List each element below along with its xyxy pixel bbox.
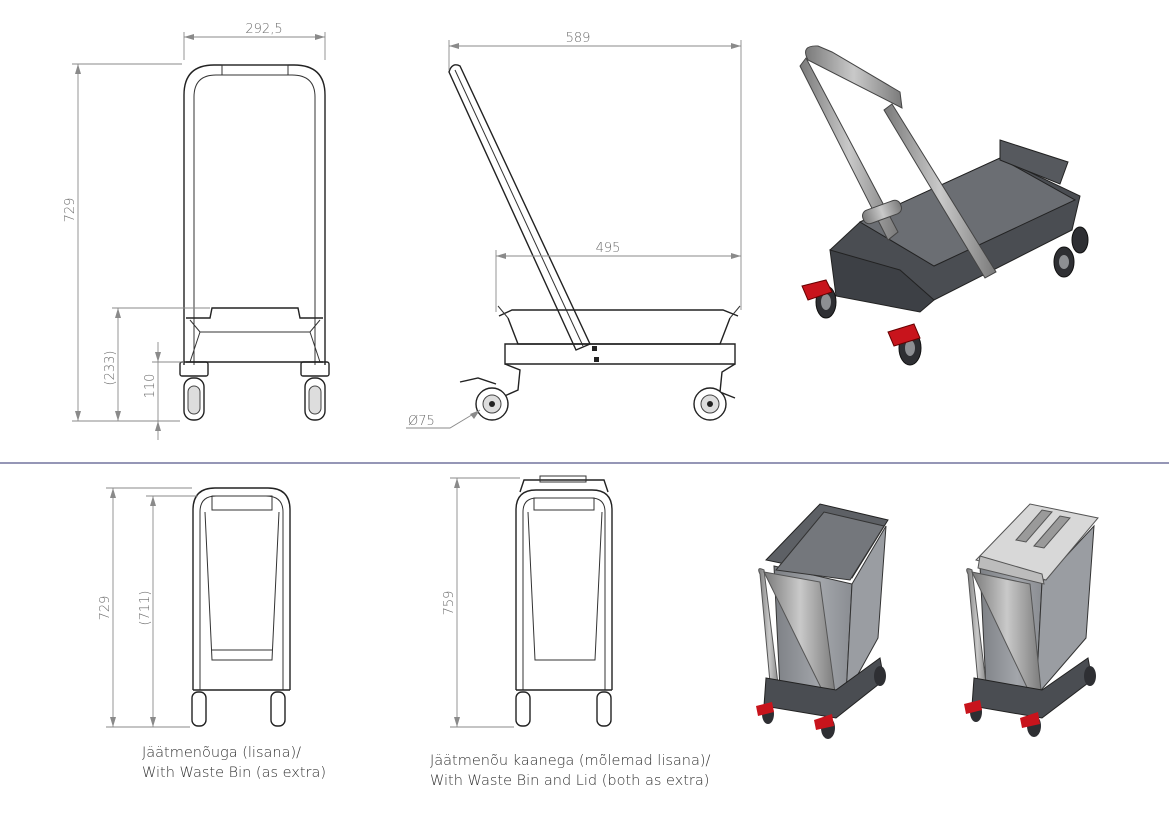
dim-side-base-label: 495 [596,241,621,256]
front-caster-left [179,361,209,421]
dim-front-width: 292,5 [183,22,326,60]
caption-bin-line1: Jäätmenõuga (lisana)/ [142,745,301,761]
bin-3d-view [756,503,889,739]
wheel-rear-left [1053,246,1075,278]
dim-front-base: 110 [143,342,184,440]
bin-lid-3d-view [964,503,1099,737]
dim-front-height-label: 729 [63,198,78,223]
side-view: 589 495 Ø75 [406,31,742,429]
dim-wheel-diameter: Ø75 [406,409,481,429]
dim-side-length: 589 [448,31,742,310]
dim-bin-height: 729 [98,487,192,728]
side-wheel-right [693,363,736,421]
dim-front-base-label: 110 [143,374,158,399]
dim-bin-inner-label: 711 [138,596,153,621]
dim-front-platform-label: 233 [103,356,118,381]
lid-front-view: 759 [442,475,613,728]
dim-lid-height: 759 [442,477,520,728]
dim-front-platform: (233) [103,307,210,421]
front-caster-right [300,361,330,421]
wheel-front-right [887,323,922,366]
wheel-rear-right [1071,226,1089,254]
dim-front-width-label: 292,5 [245,22,282,37]
dim-bin-height-label: 729 [98,596,113,621]
dim-wheel-diameter-label: Ø75 [408,414,435,429]
caption-lid-line1: Jäätmenõu kaanega (mõlemad lisana)/ [430,753,711,769]
dim-side-length-label: 589 [566,31,591,46]
side-wheel-left [459,363,521,421]
dim-bin-inner: (711) [138,495,198,727]
front-view: 292,5 729 (233) 110 [63,22,330,440]
caption-lid-line2: With Waste Bin and Lid (both as extra) [430,773,709,789]
dim-side-base: 495 [495,241,741,312]
caption-bin-line2: With Waste Bin (as extra) [142,765,326,781]
wheel-front-left [801,279,837,319]
dim-lid-height-label: 759 [442,591,457,616]
svg-text:(233): (233) [103,351,118,386]
dim-front-height: 729 [63,63,182,422]
trolley-3d-view [799,45,1089,366]
svg-text:(711): (711) [138,591,153,626]
bin-front-view: 729 (711) [98,487,291,728]
